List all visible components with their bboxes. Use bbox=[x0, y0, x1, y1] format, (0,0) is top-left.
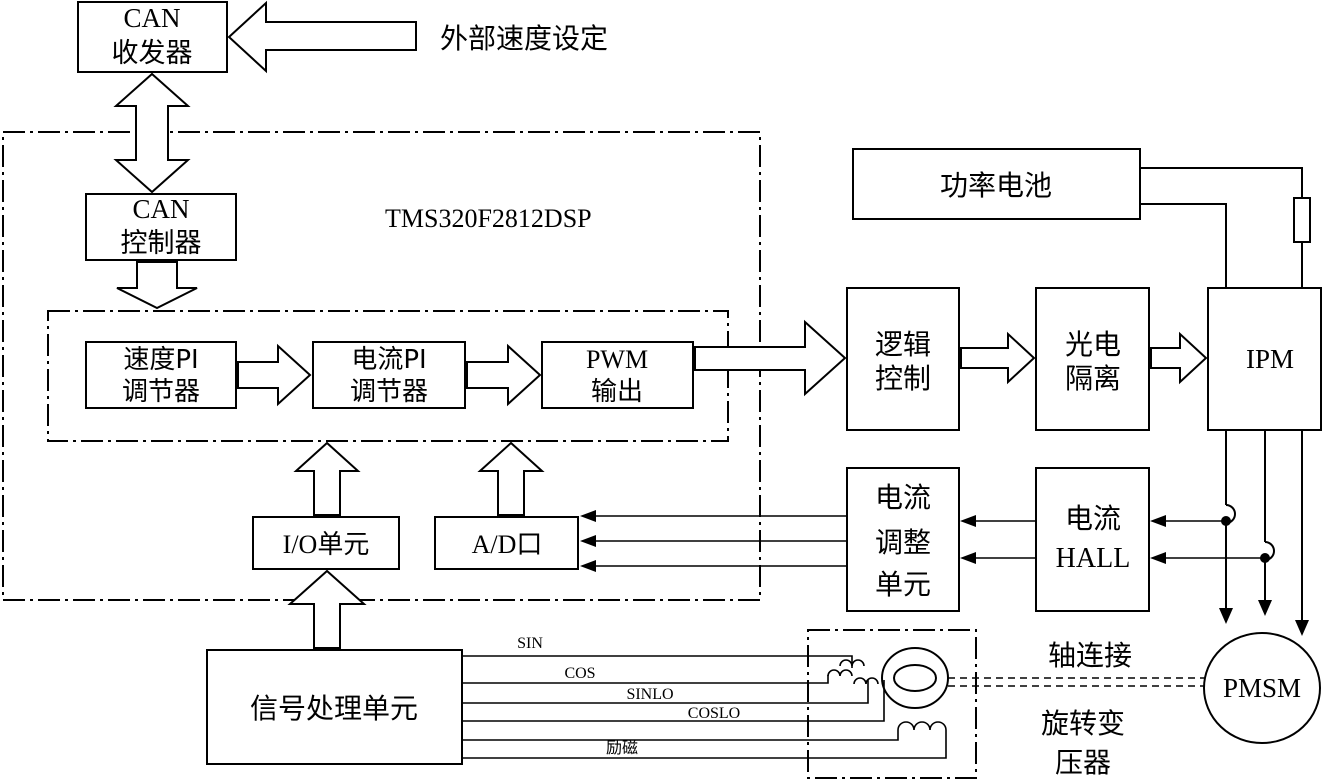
ad-up-arrow bbox=[477, 441, 545, 516]
opto-isolation-block: 光电 隔离 bbox=[1035, 287, 1150, 431]
external-speed-arrow bbox=[227, 0, 417, 74]
pwm-to-logic-arrow bbox=[694, 319, 847, 397]
controller-frame bbox=[47, 310, 729, 442]
resolver-label-line2: 压器 bbox=[1055, 746, 1111, 779]
logic-line1: 逻辑 bbox=[875, 328, 931, 361]
signal-to-io-arrow bbox=[287, 569, 367, 649]
power-battery-block: 功率电池 bbox=[852, 148, 1141, 220]
logic-line2: 控制 bbox=[875, 362, 931, 395]
can-transceiver-line1: CAN bbox=[123, 3, 180, 33]
resolver-boundary bbox=[807, 629, 977, 779]
can-controller-line1: CAN bbox=[132, 194, 189, 224]
ipm-label: IPM bbox=[1246, 344, 1294, 374]
logic-control-block: 逻辑 控制 bbox=[846, 287, 960, 431]
can-transceiver-line2: 收发器 bbox=[112, 38, 193, 69]
ipm-block: IPM bbox=[1207, 287, 1322, 431]
dsp-label: TMS320F2812DSP bbox=[385, 204, 592, 233]
external-speed-label: 外部速度设定 bbox=[440, 22, 608, 55]
pmsm-motor: PMSM bbox=[1203, 632, 1321, 744]
battery-wire-neg bbox=[1140, 203, 1227, 288]
signal-excite: 励磁 bbox=[606, 738, 638, 757]
speed-pi-line1: 速度PI bbox=[123, 345, 198, 375]
phase-lines bbox=[1219, 430, 1309, 636]
current-hall-block: 电流 HALL bbox=[1035, 467, 1150, 612]
signal-sinlo: SINLO bbox=[626, 686, 673, 703]
hall-taps bbox=[1150, 515, 1270, 564]
power-battery-label: 功率电池 bbox=[940, 169, 1052, 202]
io-up-arrow bbox=[293, 441, 361, 516]
logic-to-opto-arrow bbox=[960, 331, 1036, 385]
pwm-line2: 输出 bbox=[591, 377, 643, 407]
current-pi-block: 电流PI 调节器 bbox=[312, 341, 466, 409]
io-unit-block: I/O单元 bbox=[252, 516, 400, 570]
adjust-line2: 调整 bbox=[875, 526, 931, 559]
shaft-label: 轴连接 bbox=[1048, 639, 1132, 672]
shaft-connection bbox=[948, 677, 1204, 687]
pwm-line1: PWM bbox=[586, 345, 648, 374]
signal-coslo: COSLO bbox=[688, 705, 740, 722]
can-controller-block: CAN 控制器 bbox=[85, 193, 237, 261]
can-transceiver-block: CAN 收发器 bbox=[77, 1, 228, 73]
current-pi-line1: 电流PI bbox=[351, 345, 426, 375]
io-unit-label: I/O单元 bbox=[283, 530, 370, 559]
hall-line1: 电流 bbox=[1065, 502, 1121, 535]
ad-port-block: A/D口 bbox=[434, 516, 579, 570]
current-to-pwm-arrow bbox=[466, 343, 542, 407]
opto-to-ipm-arrow bbox=[1150, 331, 1208, 385]
opto-line1: 光电 bbox=[1065, 328, 1121, 361]
current-pi-line2: 调节器 bbox=[350, 377, 428, 407]
signal-unit-block: 信号处理单元 bbox=[206, 649, 463, 765]
battery-wire-pos bbox=[1140, 167, 1303, 198]
hall-to-adjust-arrows bbox=[960, 515, 1036, 564]
adjust-to-ad-arrows bbox=[580, 510, 847, 572]
can-bus-double-arrow bbox=[113, 72, 191, 194]
signal-unit-label: 信号处理单元 bbox=[250, 692, 418, 725]
can-controller-line2: 控制器 bbox=[121, 228, 202, 259]
current-adjust-block: 电流 调整 单元 bbox=[846, 467, 960, 612]
signal-sin: SIN bbox=[517, 635, 543, 652]
resolver-wires bbox=[462, 647, 949, 759]
fuse bbox=[1293, 197, 1311, 243]
opto-line2: 隔离 bbox=[1065, 362, 1121, 395]
pmsm-label: PMSM bbox=[1223, 673, 1301, 703]
signal-cos: COS bbox=[564, 665, 595, 682]
can-controller-down-arrow bbox=[116, 261, 198, 310]
ad-port-label: A/D口 bbox=[472, 530, 543, 559]
adjust-line1: 电流 bbox=[875, 481, 931, 514]
resolver-label-line1: 旋转变 bbox=[1041, 707, 1125, 740]
speed-pi-line2: 调节器 bbox=[122, 377, 200, 407]
speed-to-current-arrow bbox=[237, 343, 312, 407]
speed-pi-block: 速度PI 调节器 bbox=[85, 341, 237, 409]
pwm-output-block: PWM 输出 bbox=[541, 341, 694, 409]
adjust-line3: 单元 bbox=[875, 568, 931, 601]
hall-line2: HALL bbox=[1056, 543, 1131, 574]
